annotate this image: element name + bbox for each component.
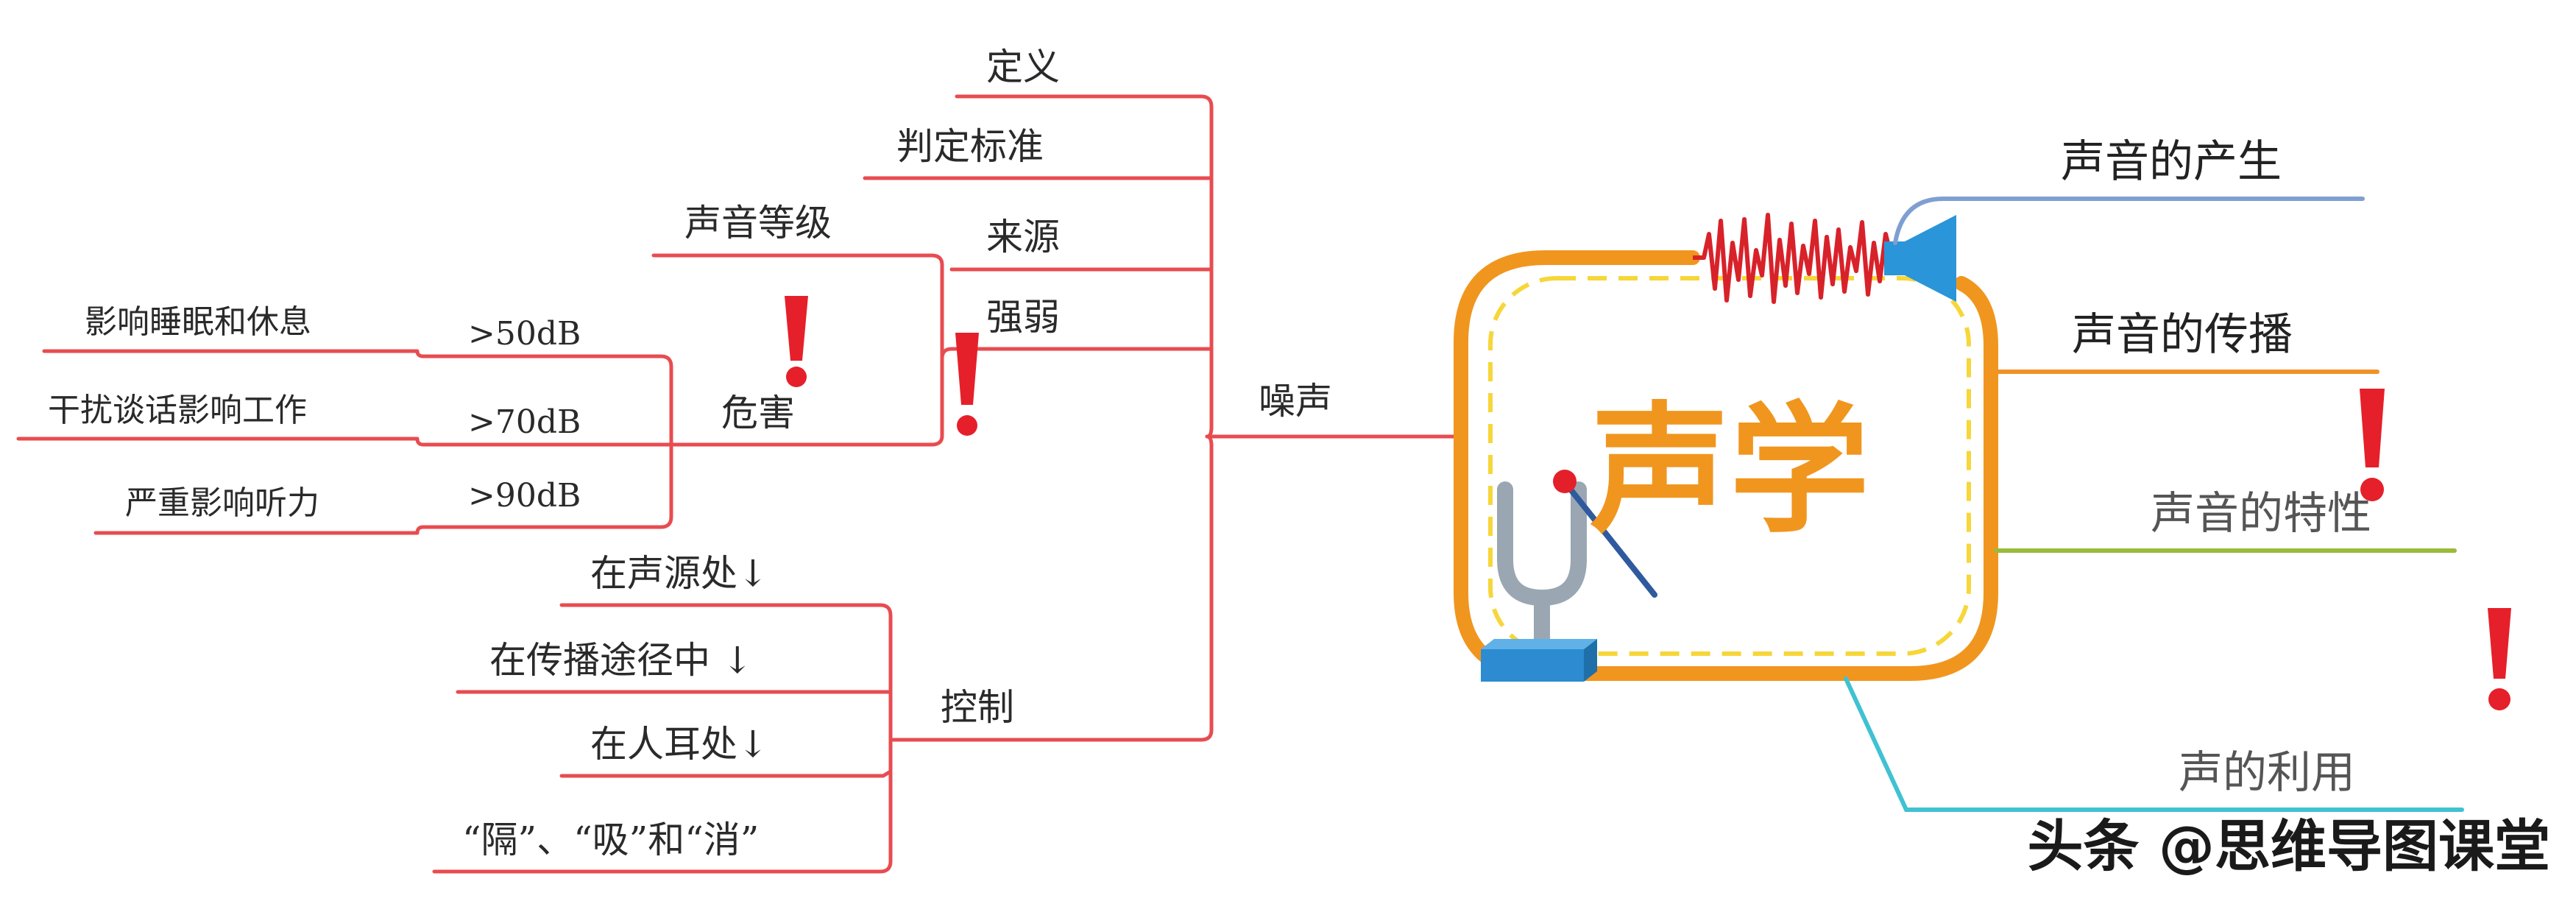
tuning-fork-icon	[1481, 481, 1597, 682]
center-topic: 声学	[1454, 213, 1998, 682]
line-effect-70	[16, 437, 425, 447]
branch-label-production: 声音的产生	[2061, 136, 2282, 188]
node-noise: 噪声	[1259, 380, 1332, 423]
node-sound-level: 声音等级	[684, 202, 832, 244]
watermark: 头条 @思维导图课堂	[2028, 813, 2550, 879]
node-sources: 来源	[986, 216, 1060, 258]
branch-line-production	[1893, 197, 2365, 245]
control-ear: 在人耳处↓	[590, 723, 768, 766]
branch-label-propagation: 声音的传播	[2072, 309, 2293, 361]
line-control-4	[432, 738, 893, 874]
branch-label-application: 声的利用	[2179, 747, 2355, 799]
node-harm: 危害	[721, 392, 795, 434]
harm-level-50: >50dB	[468, 315, 581, 353]
branch-line-application	[1844, 676, 2464, 812]
harm-level-70: >70dB	[468, 403, 581, 441]
node-definition: 定义	[986, 46, 1060, 88]
sound-wave-icon	[1693, 213, 1903, 304]
mallet-icon	[1553, 470, 1657, 598]
center-title: 声学	[1590, 388, 1869, 552]
noise-branch-lines	[16, 94, 1456, 874]
line-sound-level	[651, 253, 944, 361]
line-harm-90	[421, 442, 673, 529]
exclamation-marks	[785, 296, 2511, 710]
exclamation-icon	[2360, 389, 2385, 501]
node-control: 控制	[941, 686, 1014, 729]
speaker-icon	[1884, 215, 1956, 302]
exclamation-icon	[955, 333, 979, 436]
branch-label-characteristics: 声音的特性	[2151, 488, 2371, 540]
control-methods: “隔”、“吸”和“消”	[462, 819, 759, 861]
harm-level-90: >90dB	[468, 477, 581, 515]
control-source: 在声源处↓	[590, 552, 768, 595]
harm-effect-hearing: 严重影响听力	[125, 484, 319, 522]
line-effect-90	[93, 525, 425, 535]
noise-lower-trunk	[888, 434, 1214, 742]
line-strength-stem	[672, 347, 954, 447]
harm-effect-work: 干扰谈话影响工作	[48, 392, 307, 429]
line-effect-50	[42, 349, 425, 358]
harm-effect-sleep: 影响睡眠和休息	[85, 303, 311, 341]
noise-labels: 噪声 定义 判定标准 来源 强弱 声音等级 危害 >50dB >70dB >90…	[48, 46, 1332, 861]
exclamation-icon	[2488, 608, 2511, 710]
node-strength: 强弱	[986, 296, 1060, 339]
exclamation-icon	[785, 296, 808, 387]
right-branches: 声音的产生 声音的传播 声音的特性 声的利用	[1844, 136, 2464, 812]
control-path: 在传播途径中 ↓	[489, 639, 753, 682]
node-standard: 判定标准	[896, 125, 1044, 168]
